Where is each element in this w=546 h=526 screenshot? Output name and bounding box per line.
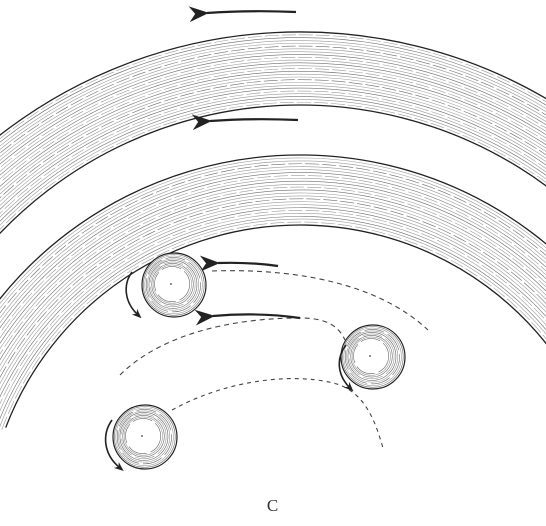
band-edge-line	[6, 225, 546, 439]
band-striation-line	[0, 35, 546, 374]
upper-particle-rotation-arrow-icon	[126, 272, 138, 315]
band-edge-line	[0, 105, 546, 392]
band-striation-line	[0, 213, 546, 437]
band-striation-line	[0, 175, 546, 431]
particle-trajectory-upper	[212, 271, 428, 330]
rolling-particle-lower	[113, 405, 177, 469]
band-striation-line	[0, 38, 546, 387]
band-striation-line	[0, 216, 546, 443]
particle-center	[141, 435, 143, 437]
band-striation-line	[0, 178, 546, 429]
band-striation-line	[2, 222, 546, 441]
band-striation-line	[0, 46, 546, 374]
band-striation-line	[0, 97, 546, 403]
rolling-particle-upper	[142, 253, 206, 317]
rolling-particle-right	[341, 325, 405, 389]
band-edge-line	[0, 155, 546, 425]
top-band-direction-arrow-icon	[207, 11, 296, 13]
band-striation-line	[0, 164, 546, 420]
band-striation-line	[0, 82, 546, 389]
band-striation-line	[0, 193, 546, 430]
particle-center	[369, 355, 371, 357]
upper-particle-direction-arrow-icon	[218, 263, 278, 266]
middle-striated-band	[0, 155, 546, 443]
band-striation-line	[0, 60, 546, 388]
band-striation-line	[0, 170, 546, 426]
band-striation-line	[0, 202, 546, 435]
band-striation-line	[0, 91, 546, 395]
band-striation-line	[0, 102, 546, 396]
band-striation-line	[0, 85, 546, 386]
particle-center	[170, 283, 172, 285]
band-striation-line	[0, 187, 546, 433]
figure-label: C	[0, 496, 546, 516]
middle-particle-direction-arrow-icon	[213, 314, 300, 318]
band-striation-line	[0, 208, 546, 440]
band-striation-line	[0, 219, 546, 442]
band-striation-line	[0, 196, 546, 437]
particle-trajectory-middle	[120, 318, 345, 375]
particle-trajectory-lower	[172, 379, 383, 448]
band-striation-line	[0, 173, 546, 424]
middle-band-direction-arrow-icon	[210, 119, 298, 121]
band-striation-line	[0, 158, 546, 423]
